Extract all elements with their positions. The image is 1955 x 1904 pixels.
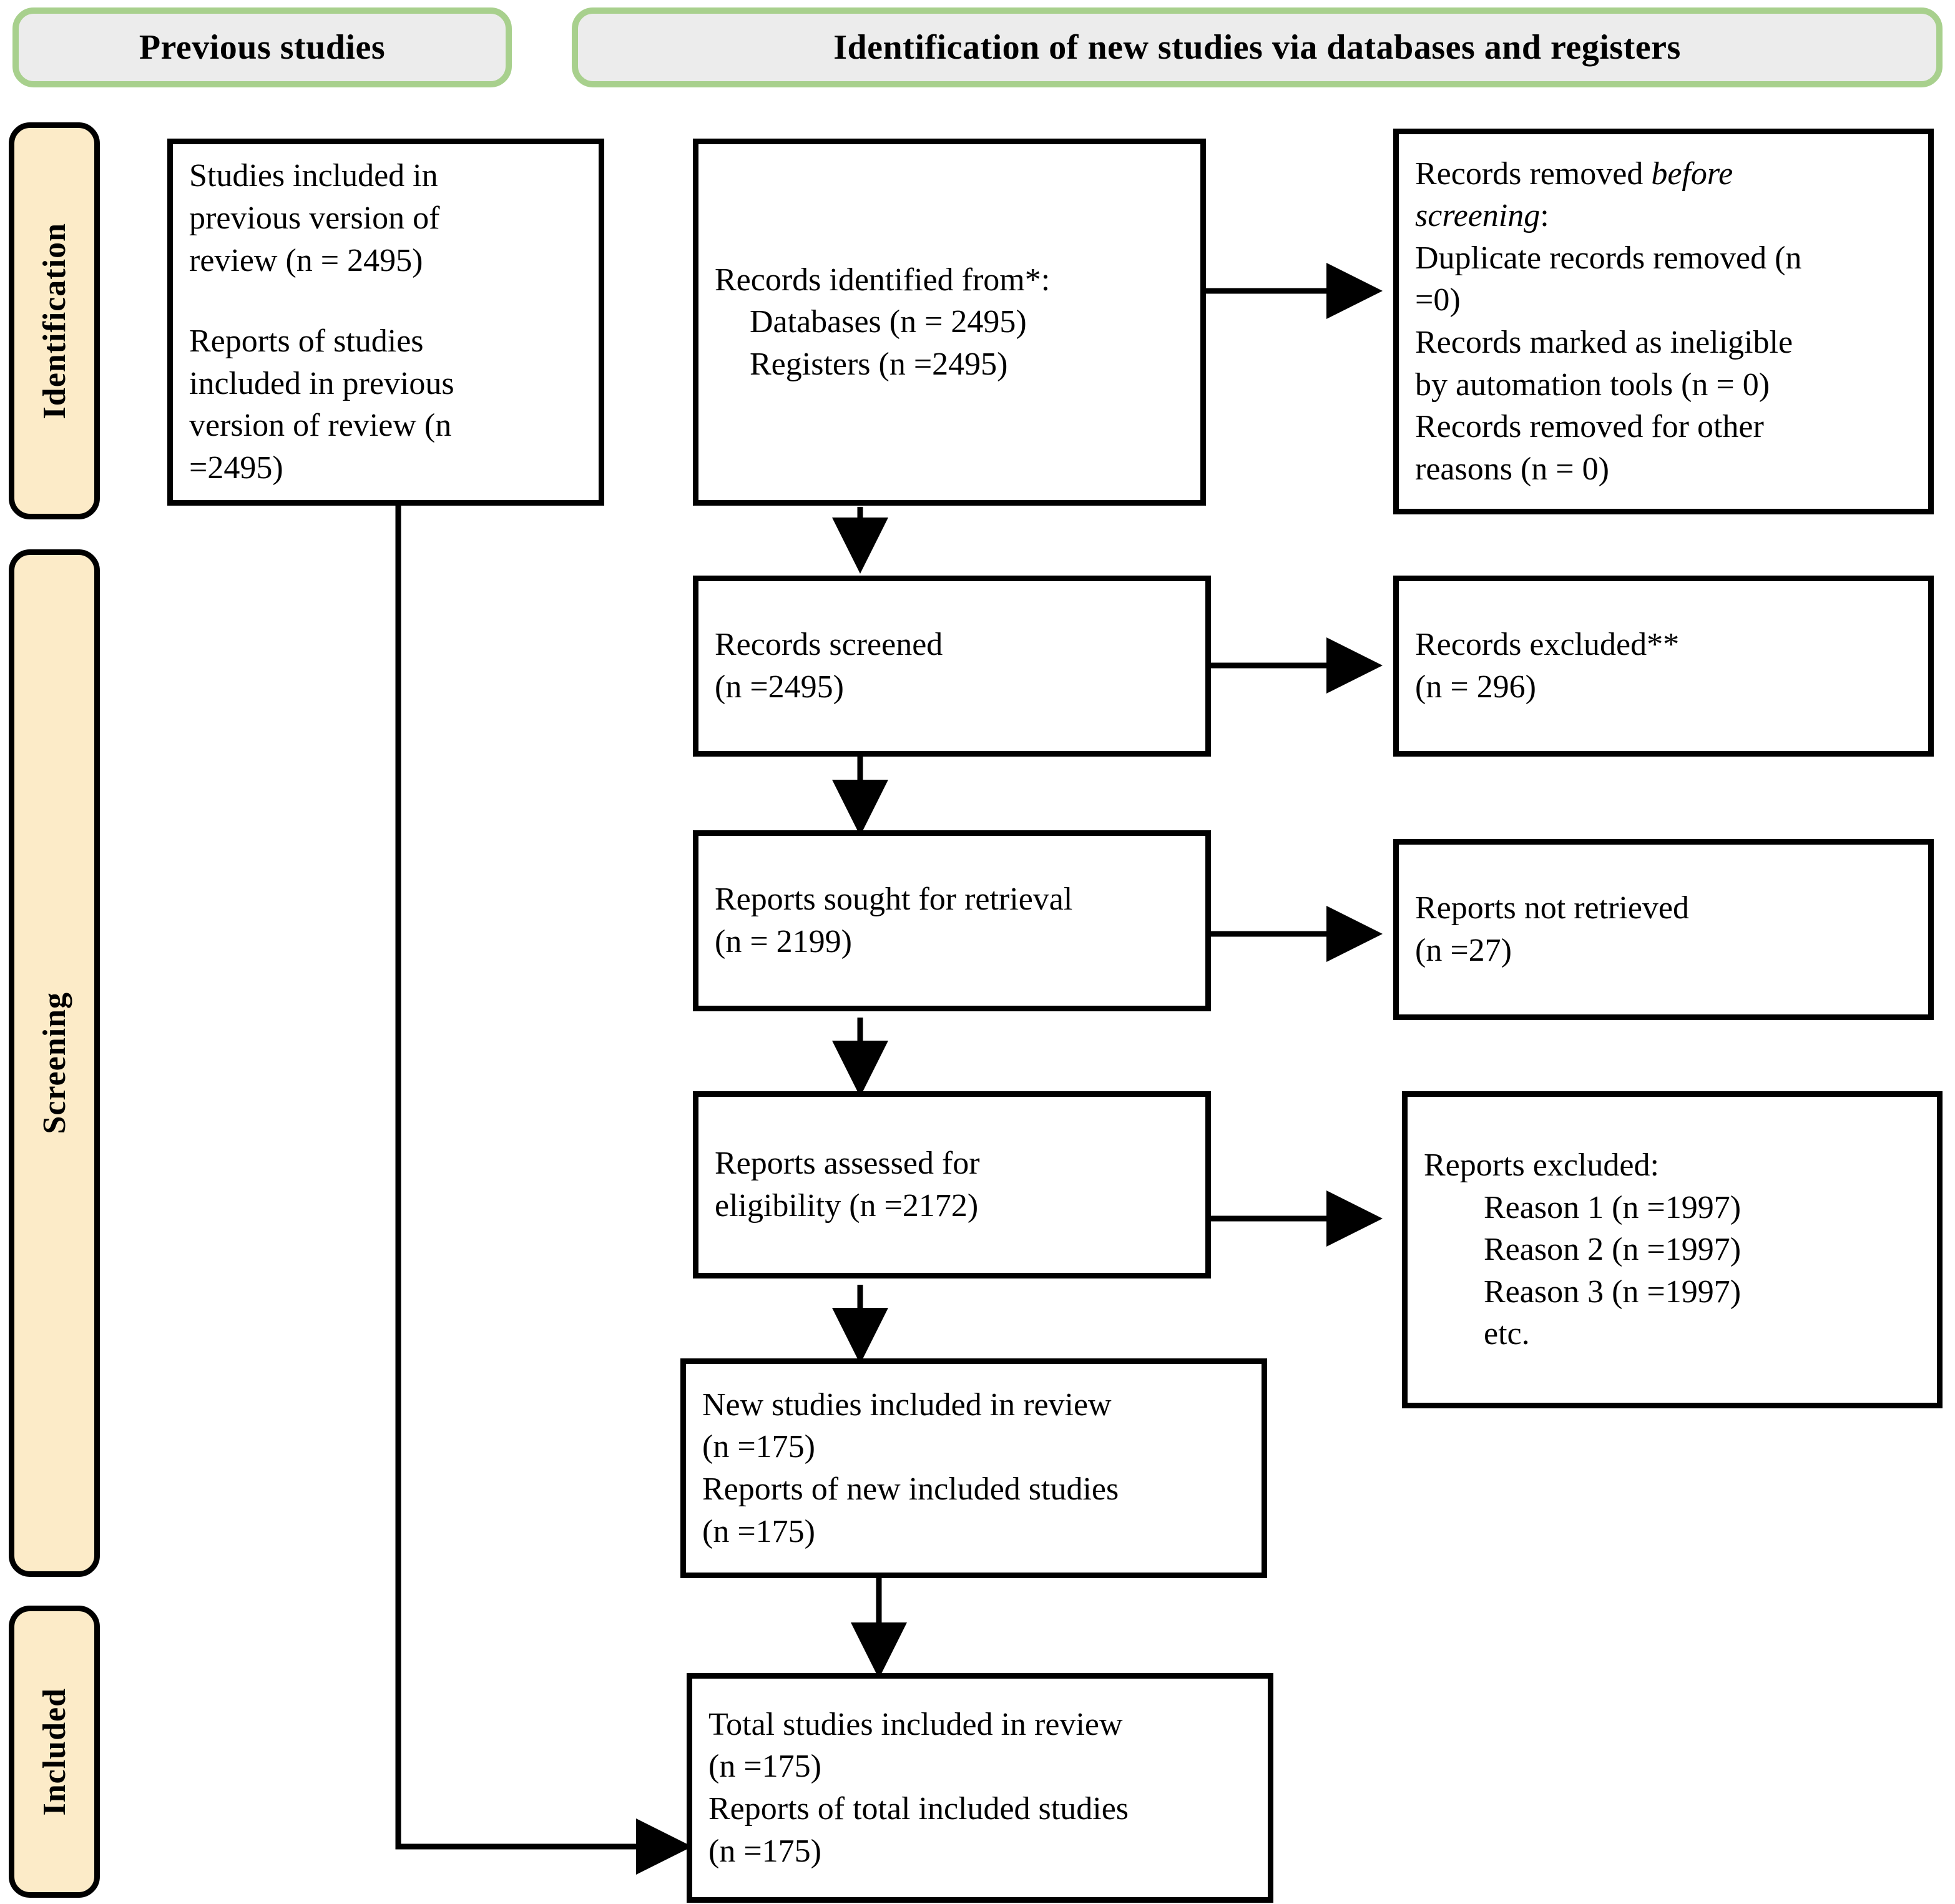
box-reports-excluded: Reports excluded: Reason 1 (n =1997) Rea…: [1402, 1091, 1943, 1408]
previous-included-line-6: version of review (n: [189, 408, 452, 444]
box-records-removed-before-screening: Records removed before screening: Duplic…: [1393, 129, 1934, 514]
phase-screening-label: Screening: [36, 992, 72, 1134]
box-records-screened: Records screened (n =2495): [693, 576, 1211, 757]
records-excluded-line-1: Records excluded**: [1415, 627, 1680, 663]
previous-included-line-4: Reports of studies: [189, 323, 424, 360]
reports-excluded-line-1: Reports excluded:: [1424, 1147, 1659, 1184]
previous-included-line-7: =2495): [189, 449, 283, 486]
banner-new-identification: Identification of new studies via databa…: [572, 7, 1943, 87]
reports-not-retrieved-line-1: Reports not retrieved: [1415, 890, 1689, 926]
phase-identification-label: Identification: [36, 222, 72, 420]
phase-screening: Screening: [9, 549, 100, 1577]
records-screened-line-1: Records screened: [715, 627, 943, 663]
records-removed-line-3: Duplicate records removed (n: [1415, 240, 1802, 276]
reports-sought-line-2: (n = 2199): [715, 924, 852, 959]
box-total-studies-included: Total studies included in review (n =175…: [687, 1673, 1273, 1903]
records-identified-line-2: Databases (n = 2495): [750, 304, 1027, 340]
records-removed-emphasis-screening: screening: [1415, 198, 1541, 234]
total-included-line-3: Reports of total included studies: [708, 1791, 1129, 1827]
reports-sought-line-1: Reports sought for retrieval: [715, 881, 1073, 918]
phase-included: Included: [9, 1606, 100, 1898]
previous-included-spacer: [189, 282, 582, 320]
previous-included-line-3: review (n = 2495): [189, 242, 423, 278]
records-removed-line-8: reasons (n = 0): [1415, 451, 1609, 487]
reports-excluded-line-4: Reason 3 (n =1997): [1484, 1273, 1742, 1310]
records-identified-line-1: Records identified from*:: [715, 262, 1051, 298]
reports-excluded-line-3: Reason 2 (n =1997): [1484, 1232, 1742, 1268]
previous-included-line-5: included in previous: [189, 365, 454, 401]
phase-included-label: Included: [36, 1687, 72, 1816]
box-reports-not-retrieved: Reports not retrieved (n =27): [1393, 839, 1934, 1020]
banner-previous-studies-label: Previous studies: [139, 28, 386, 67]
reports-excluded-line-2: Reason 1 (n =1997): [1484, 1189, 1742, 1225]
new-included-line-4: (n =175): [702, 1513, 815, 1549]
new-included-line-2: (n =175): [702, 1429, 815, 1465]
new-included-line-1: New studies included in review: [702, 1386, 1112, 1423]
records-removed-emphasis-before: before: [1651, 155, 1733, 192]
records-removed-line-6: by automation tools (n = 0): [1415, 366, 1770, 403]
box-new-studies-included: New studies included in review (n =175) …: [680, 1358, 1267, 1578]
box-records-identified: Records identified from*: Databases (n =…: [693, 139, 1206, 506]
box-previous-included: Studies included in previous version of …: [167, 139, 604, 506]
reports-assessed-line-2: eligibility (n =2172): [715, 1188, 979, 1224]
total-included-line-4: (n =175): [708, 1833, 821, 1869]
records-removed-line-2: screening:: [1415, 195, 1912, 237]
total-included-line-2: (n =175): [708, 1749, 821, 1785]
new-included-line-3: Reports of new included studies: [702, 1471, 1119, 1507]
reports-assessed-line-1: Reports assessed for: [715, 1146, 980, 1182]
records-screened-line-2: (n =2495): [715, 669, 844, 705]
banner-new-identification-label: Identification of new studies via databa…: [833, 28, 1681, 67]
records-removed-line-5: Records marked as ineligible: [1415, 325, 1793, 360]
elbow-previous-to-total-included: [395, 481, 692, 1875]
box-reports-assessed: Reports assessed for eligibility (n =217…: [693, 1091, 1211, 1278]
previous-included-line-2: previous version of: [189, 200, 440, 237]
records-removed-line-1-pre: Records removed: [1415, 155, 1652, 192]
banner-previous-studies: Previous studies: [12, 7, 512, 87]
records-removed-line-2-post: :: [1540, 198, 1549, 234]
total-included-line-1: Total studies included in review: [708, 1706, 1123, 1742]
records-excluded-line-2: (n = 296): [1415, 669, 1536, 705]
box-records-excluded: Records excluded** (n = 296): [1393, 576, 1934, 757]
box-reports-sought: Reports sought for retrieval (n = 2199): [693, 830, 1211, 1011]
reports-excluded-line-5: etc.: [1484, 1316, 1530, 1352]
previous-included-line-1: Studies included in: [189, 158, 438, 194]
phase-identification: Identification: [9, 122, 100, 519]
records-removed-line-1: Records removed before: [1415, 153, 1912, 195]
records-removed-line-4: =0): [1415, 282, 1461, 318]
records-identified-line-3: Registers (n =2495): [750, 346, 1008, 382]
reports-not-retrieved-line-2: (n =27): [1415, 933, 1512, 968]
records-removed-line-7: Records removed for other: [1415, 409, 1764, 445]
